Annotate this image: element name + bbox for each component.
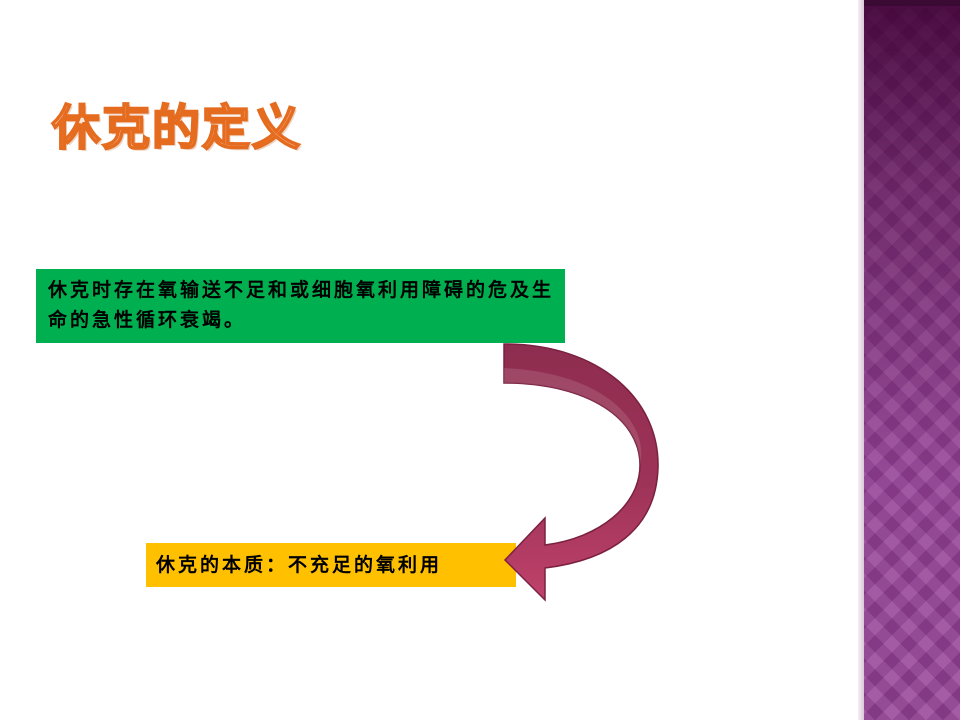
decorative-side-band [858,0,960,720]
curved-arrow-shape [503,343,659,602]
side-band-edge [858,0,864,720]
side-band-cap [864,0,960,6]
essence-box: 休克的本质：不充足的氧利用 [146,543,516,587]
curved-arrow-inner-shade [504,368,642,465]
definition-text: 休克时存在氧输送不足和或细胞氧利用障碍的危及生命的急性循环衰竭。 [48,279,555,331]
slide-title: 休克的定义 [51,99,303,157]
definition-box: 休克时存在氧输送不足和或细胞氧利用障碍的危及生命的急性循环衰竭。 [36,269,565,343]
essence-text: 休克的本质：不充足的氧利用 [156,554,443,576]
